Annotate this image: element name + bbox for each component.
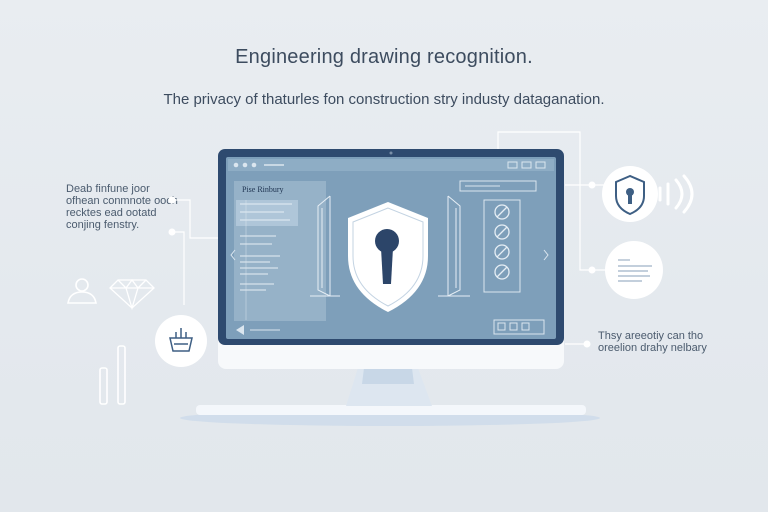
connector-dot [168,196,176,204]
page-title: Engineering drawing recognition. [235,46,533,68]
connector-dot [588,266,596,274]
shield-lock-icon [602,166,658,222]
screen-content: Pise Rinbury [228,159,554,335]
sound-wave-icon [658,174,694,214]
shield-icon [348,202,428,312]
page-subtitle: The privacy of thaturles fon constructio… [163,91,605,108]
connector-dot [588,181,596,189]
document-icon [605,241,663,299]
bar-chart-icon [99,345,126,405]
user-icon [67,278,97,304]
monitor-stand [180,368,600,426]
connector-dot [583,340,591,348]
screen-panel-title: Pise Rinbury [242,185,284,194]
basket-icon [155,315,207,367]
left-description: Deab finfune joor ofhean conmnote ooch r… [66,183,178,231]
connector-dot [168,228,176,236]
right-description: Thsy areeotiy can tho oreelion drahy nel… [598,330,707,354]
diamond-icon [109,278,155,311]
